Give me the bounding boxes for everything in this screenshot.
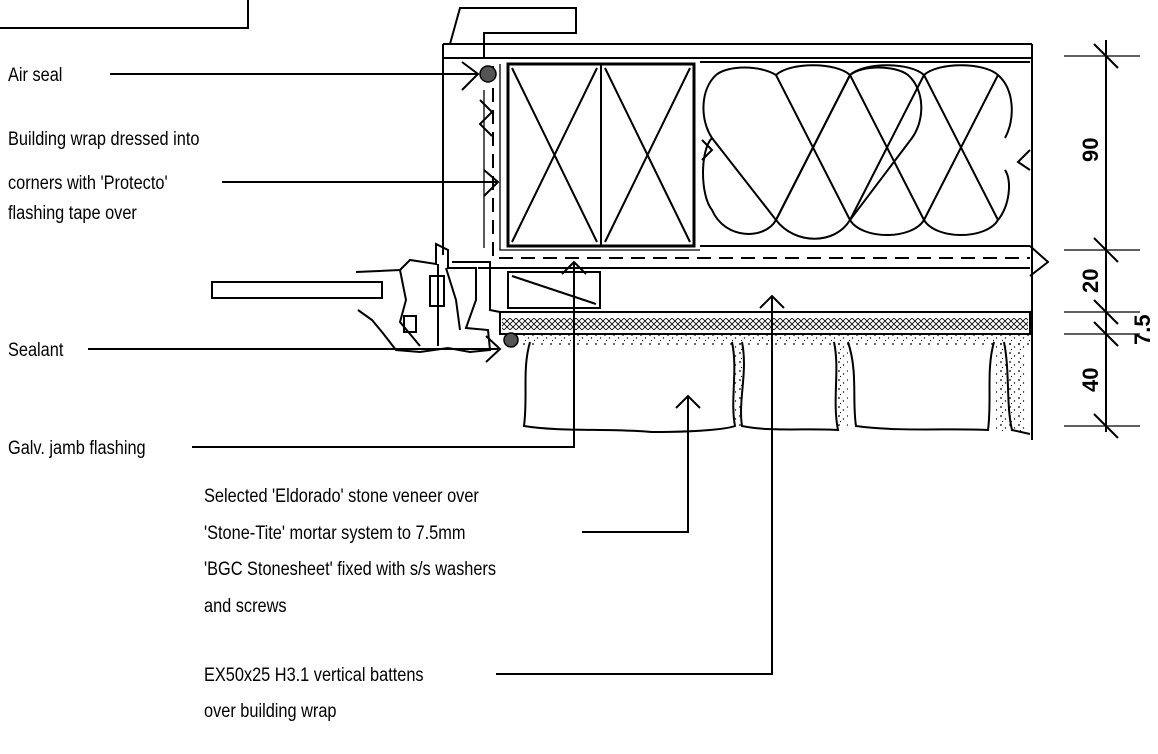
dimension-chain	[1064, 40, 1140, 439]
air-seal-bead	[479, 65, 497, 83]
dim-40: 40	[1078, 368, 1103, 392]
building-wrap	[478, 66, 1050, 277]
label-stone-veneer-4: and screws	[204, 595, 287, 616]
window-joinery	[211, 65, 519, 354]
timber-stud	[499, 62, 700, 251]
dim-20: 20	[1078, 269, 1103, 293]
batten	[507, 271, 601, 309]
dim-7-5: 7.5	[1130, 314, 1155, 345]
label-stone-veneer-2: 'Stone-Tite' mortar system to 7.5mm	[204, 522, 465, 543]
label-battens-2: over building wrap	[204, 700, 337, 721]
label-building-wrap-3: flashing tape over	[8, 202, 137, 223]
sealant-bead	[503, 332, 519, 348]
label-battens-1: EX50x25 H3.1 vertical battens	[204, 664, 424, 685]
dim-90: 90	[1078, 138, 1103, 162]
title-box	[0, 0, 249, 29]
label-stone-veneer-1: Selected 'Eldorado' stone veneer over	[204, 485, 479, 506]
leader-lines	[88, 61, 785, 675]
label-jamb-flashing: Galv. jamb flashing	[8, 437, 146, 458]
stone-veneer	[522, 341, 1031, 435]
label-stone-veneer-3: 'BGC Stonesheet' fixed with s/s washers	[204, 558, 496, 579]
label-sealant: Sealant	[8, 339, 63, 360]
label-building-wrap-1: Building wrap dressed into	[8, 128, 200, 149]
label-air-seal: Air seal	[8, 64, 62, 85]
frame-head	[442, 7, 1033, 255]
stonesheet	[499, 311, 1031, 346]
label-building-wrap-2: corners with 'Protecto'	[8, 172, 168, 193]
insulation	[700, 61, 1031, 247]
